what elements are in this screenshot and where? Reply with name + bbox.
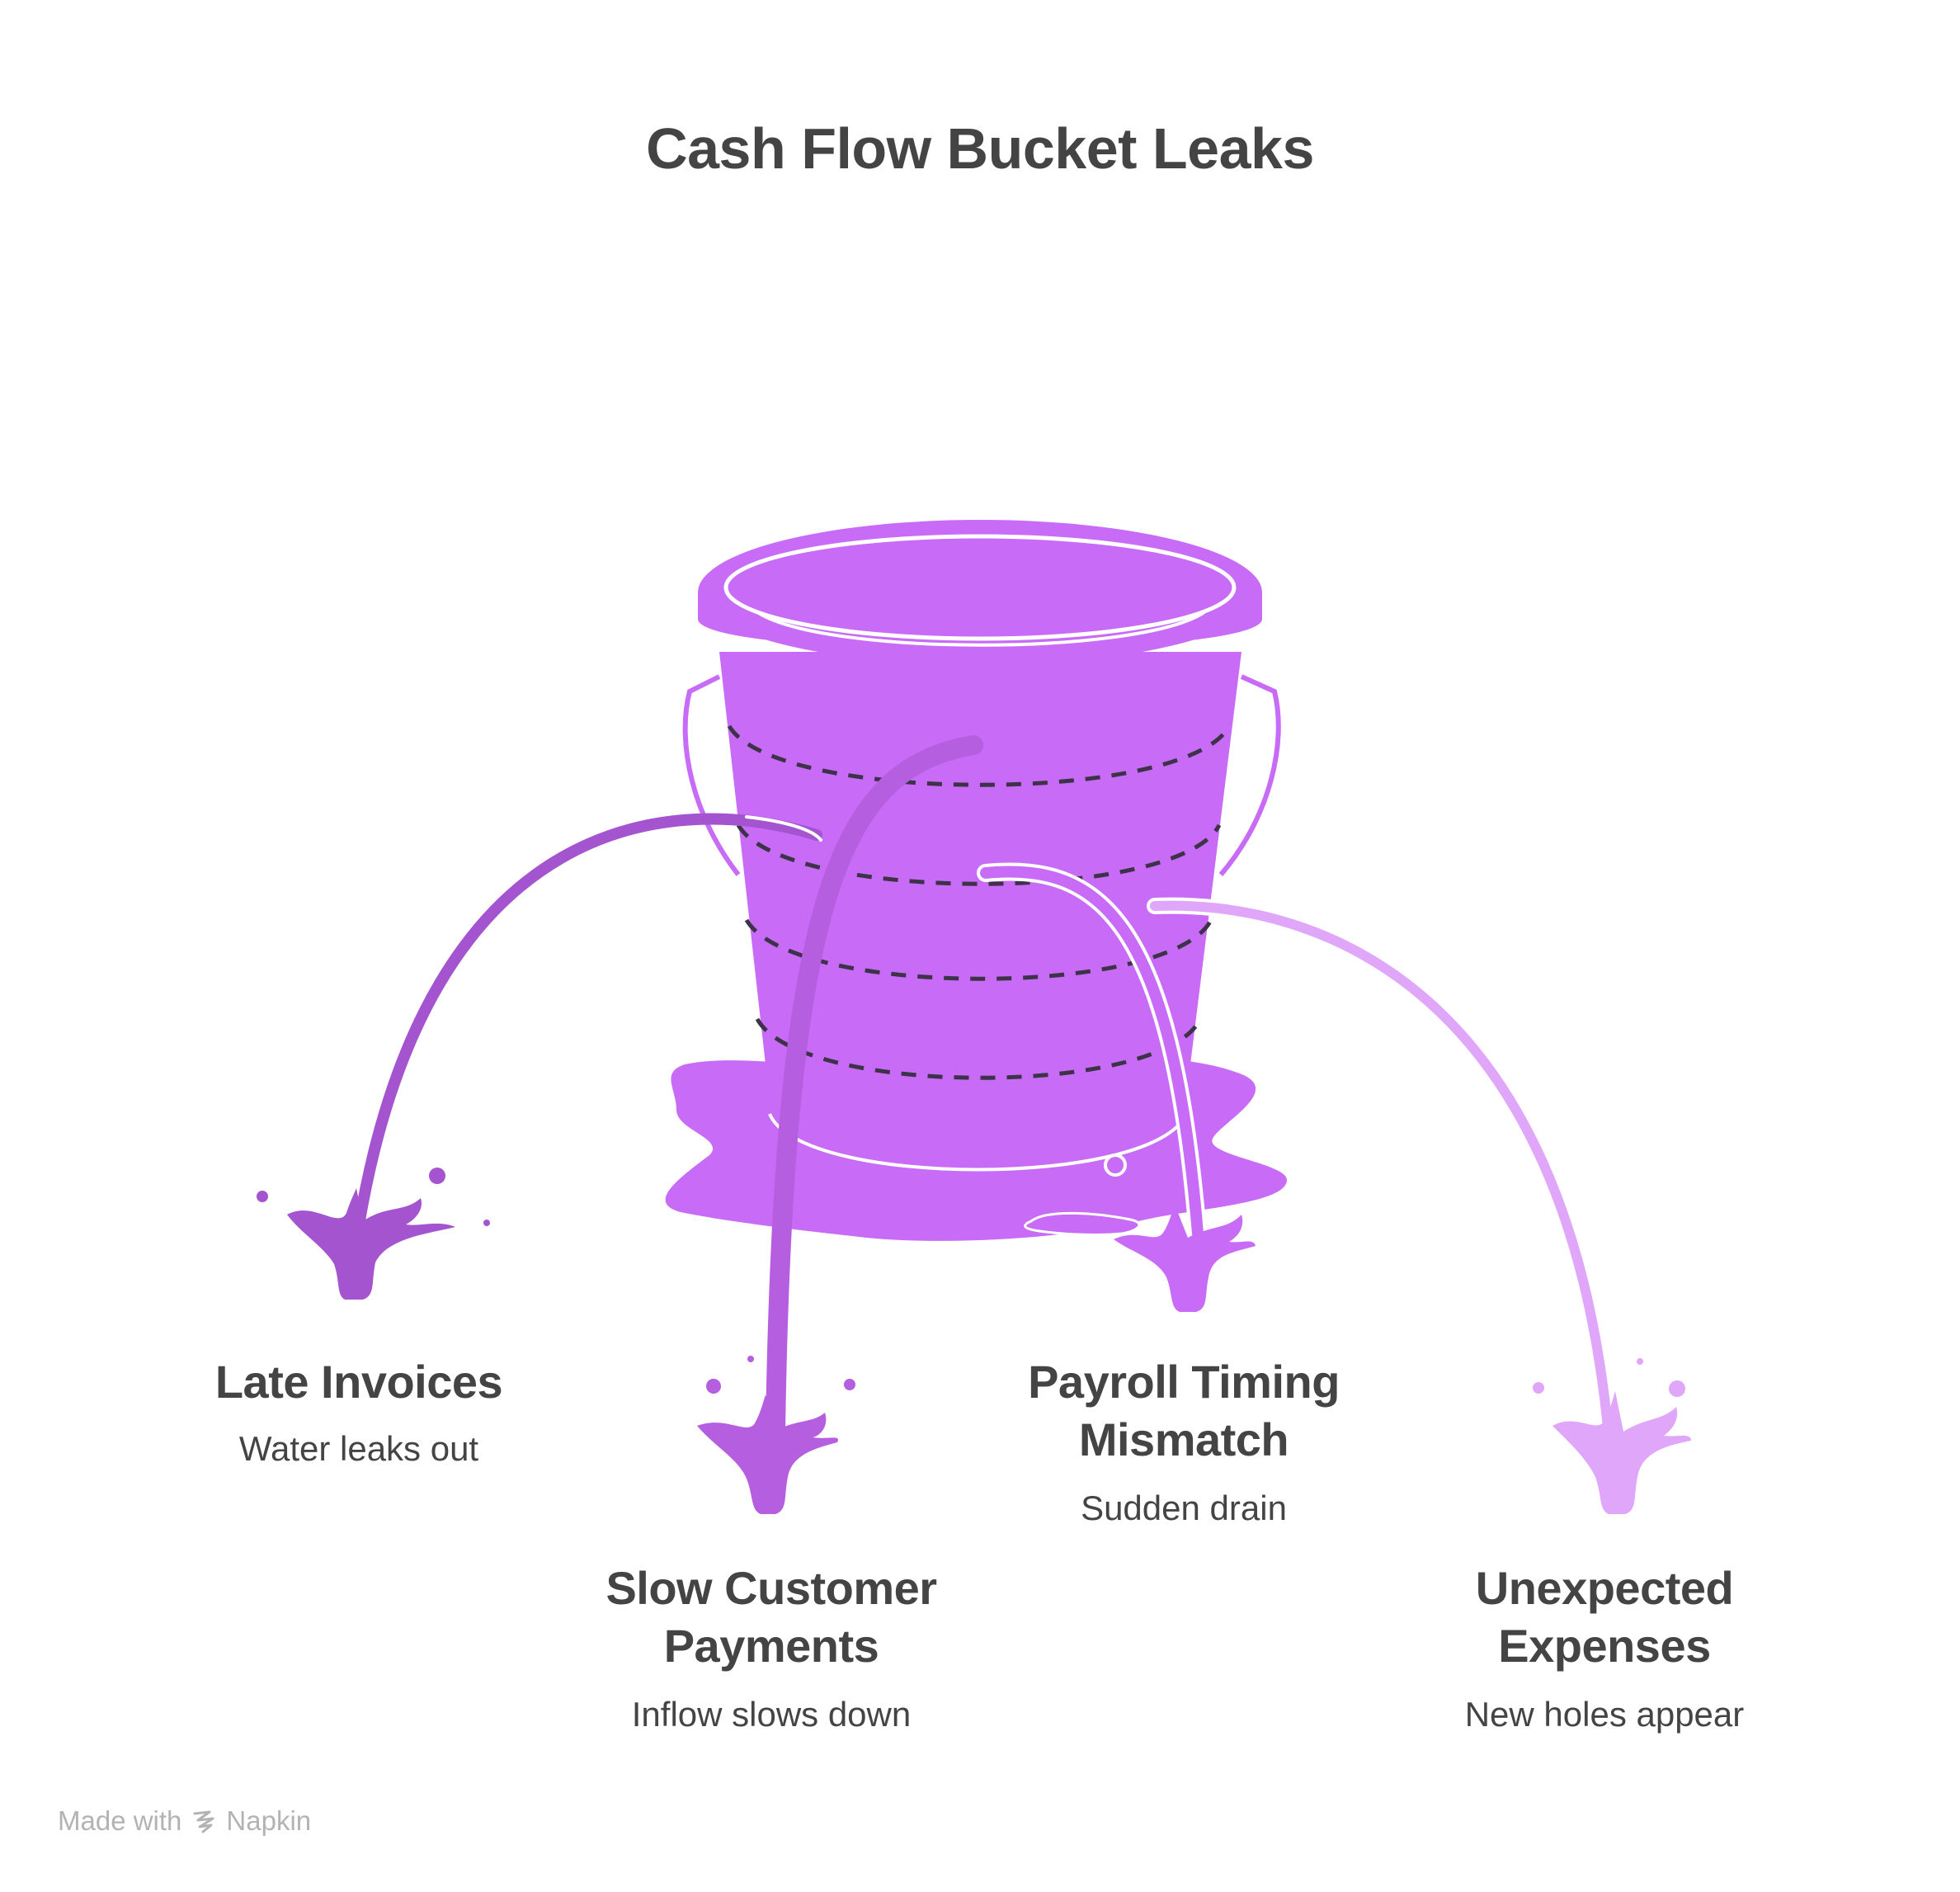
made-with-napkin-footer[interactable]: Made with Napkin (58, 1805, 311, 1837)
leak-description: Sudden drain (1081, 1489, 1287, 1527)
splash-icon (697, 1394, 838, 1514)
splash-icon (287, 1188, 455, 1300)
leak-stream-unexpected-expenses (1147, 897, 1691, 1514)
leak-stream-payroll-timing (977, 862, 1256, 1312)
leak-label-slow-customer-payments: Slow Customer Payments Inflow slows down (582, 1559, 961, 1736)
footer-brand: Napkin (226, 1805, 312, 1836)
leak-label-unexpected-expenses: Unexpected Expenses New holes appear (1431, 1559, 1778, 1736)
leak-description: New holes appear (1464, 1695, 1745, 1734)
bucket-bottom-rim (768, 1113, 1188, 1172)
leak-stream-late-invoices (257, 813, 822, 1300)
footer-prefix: Made with (58, 1805, 182, 1836)
splash-icon (1552, 1391, 1691, 1514)
puddle-splash-shape (1024, 1211, 1141, 1236)
leak-description: Inflow slows down (631, 1695, 912, 1734)
leak-heading: Unexpected Expenses (1475, 1562, 1734, 1672)
bucket-rim-inner (723, 534, 1237, 641)
leak-description: Water leaks out (238, 1429, 479, 1468)
leak-label-payroll-timing-mismatch: Payroll Timing Mismatch Sudden drain (1002, 1353, 1365, 1530)
leak-heading: Slow Customer Payments (605, 1562, 937, 1672)
diagram-title: Cash Flow Bucket Leaks (646, 116, 1314, 181)
bucket-hole-icon (1104, 1154, 1127, 1177)
bucket-handle-right-icon (1218, 674, 1281, 876)
leak-stream-slow-customer-payments (697, 735, 983, 1514)
bucket-rim-edge (756, 611, 1206, 647)
leak-heading: Late Invoices (214, 1356, 503, 1408)
bucket-handle-left-icon (682, 674, 741, 876)
napkin-logo-icon (193, 1810, 214, 1833)
leak-label-late-invoices: Late Invoices Water leaks out (194, 1353, 524, 1470)
splash-icon (1114, 1205, 1256, 1312)
leak-heading: Payroll Timing Mismatch (1028, 1356, 1340, 1465)
